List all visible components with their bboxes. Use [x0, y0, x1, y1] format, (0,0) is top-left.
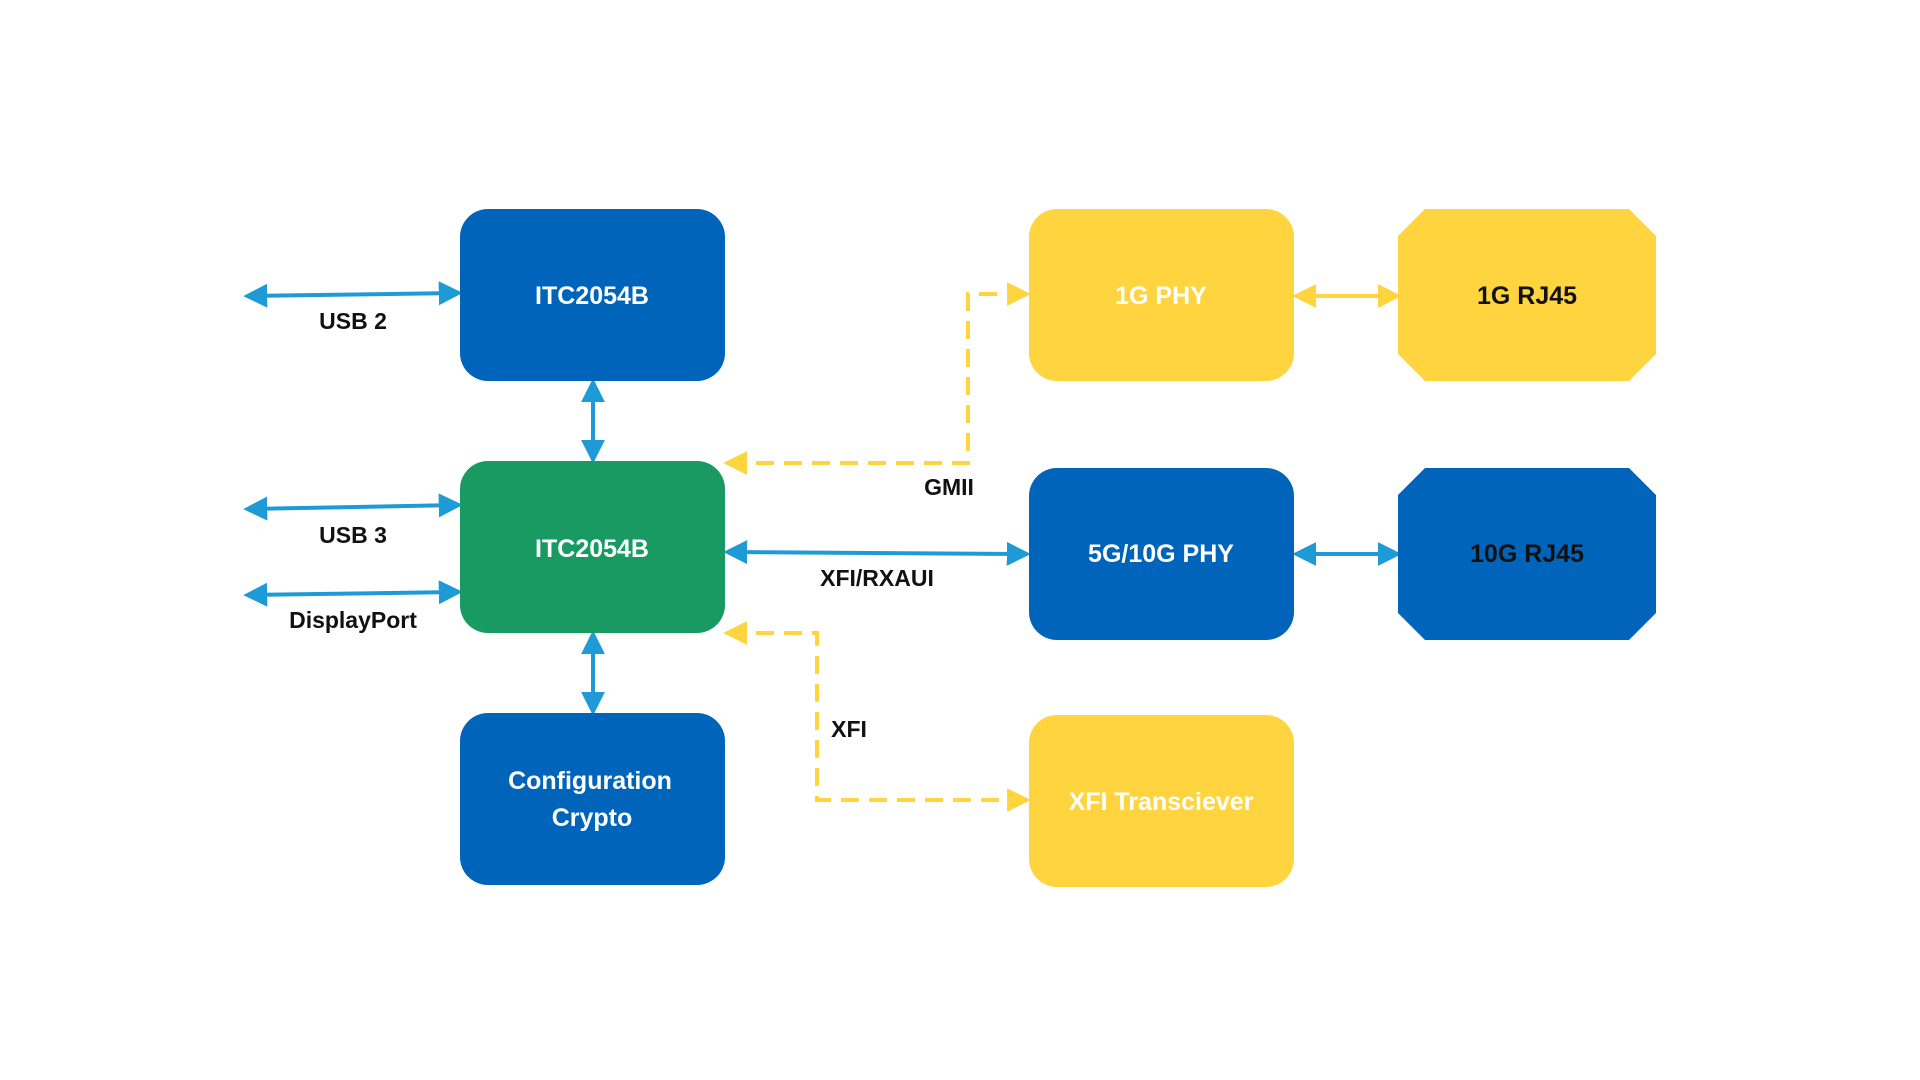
usb2-connector	[243, 281, 463, 308]
displayport-label: DisplayPort	[289, 607, 417, 633]
configuration-crypto-block: Configuration Crypto	[460, 713, 725, 885]
configuration-label: Configuration	[508, 767, 672, 795]
xfi-label: XFI	[831, 716, 867, 742]
crypto-label: Crypto	[552, 804, 633, 832]
itc2054b-top-label: ITC2054B	[535, 282, 649, 310]
itc2054b-main-block: ITC2054B	[460, 461, 725, 633]
10g-rj45-block: 10G RJ45	[1398, 468, 1656, 640]
1g-phy-label: 1G PHY	[1115, 282, 1207, 310]
displayport-connector	[243, 580, 463, 607]
gmii-label: GMII	[924, 474, 974, 500]
1g-phy-block: 1G PHY	[1029, 209, 1294, 381]
10g-rj45-label: 10G RJ45	[1470, 540, 1584, 568]
1g-rj45-label: 1G RJ45	[1477, 282, 1577, 310]
5g-10g-phy-block: 5G/10G PHY	[1029, 468, 1294, 640]
itc2054b-top-block: ITC2054B	[460, 209, 725, 381]
itc2054b-main-label: ITC2054B	[535, 535, 649, 563]
usb3-label: USB 3	[319, 522, 387, 548]
xfi-transceiver-block: XFI Transciever	[1029, 715, 1294, 887]
xfi-rxaui-label: XFI/RXAUI	[820, 565, 934, 591]
1g-rj45-block: 1G RJ45	[1398, 209, 1656, 381]
gmii-connector	[723, 282, 1031, 475]
usb2-label: USB 2	[319, 308, 387, 334]
xfi-transceiver-label: XFI Transciever	[1069, 788, 1254, 816]
xfi-rxaui-connector	[723, 540, 1031, 566]
xfi-connector	[723, 621, 1031, 812]
5g-10g-phy-label: 5G/10G PHY	[1088, 540, 1234, 568]
usb3-connector	[243, 493, 463, 521]
